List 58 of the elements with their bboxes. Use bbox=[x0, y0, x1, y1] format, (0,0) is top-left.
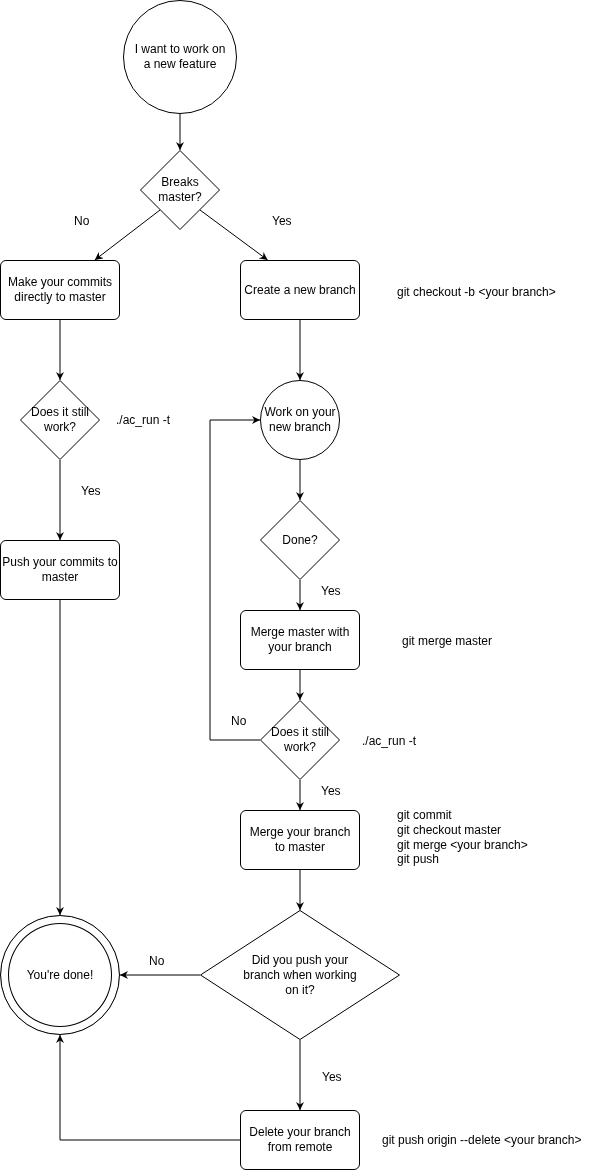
arrow bbox=[296, 319, 304, 381]
process-box bbox=[240, 1110, 360, 1170]
arrow bbox=[209, 416, 261, 741]
arrow bbox=[296, 579, 304, 611]
node-text: Breaks master? bbox=[157, 175, 203, 205]
node-text: Work on your new branch bbox=[263, 405, 337, 435]
arrow bbox=[56, 459, 64, 541]
arrow bbox=[296, 669, 304, 701]
arrow bbox=[296, 779, 304, 811]
edge-label: No bbox=[73, 214, 91, 228]
node-text: Done? bbox=[282, 532, 318, 548]
edge-label: No bbox=[230, 714, 248, 728]
node-text: Create a new branch bbox=[244, 282, 356, 298]
command-text: git checkout -b <your branch> bbox=[397, 285, 556, 300]
decision-diamond bbox=[260, 500, 340, 580]
arrow bbox=[56, 599, 64, 916]
arrow bbox=[176, 113, 184, 151]
edge-label: Yes bbox=[320, 584, 342, 598]
command-text: git checkout master bbox=[397, 823, 502, 838]
arrow bbox=[56, 319, 64, 381]
command-text: git commit bbox=[397, 808, 452, 823]
node-text: Does it still work? bbox=[30, 405, 90, 435]
command-text: git push bbox=[397, 852, 440, 867]
process-box bbox=[0, 260, 120, 320]
node-text: Did you push your branch when working on it? bbox=[242, 952, 358, 998]
edge-label: Yes bbox=[80, 484, 102, 498]
edge-label: Yes bbox=[320, 784, 342, 798]
decision-diamond bbox=[260, 700, 340, 780]
command-text: git merge <your branch> bbox=[397, 838, 528, 853]
process-box bbox=[240, 610, 360, 670]
decision-diamond bbox=[140, 150, 220, 230]
node-text: Does it still work? bbox=[270, 725, 330, 755]
node-text: Merge master with your branch bbox=[249, 625, 351, 655]
node-text: Push your commits to master bbox=[2, 555, 118, 585]
edge-label: No bbox=[148, 954, 166, 968]
arrow bbox=[199, 209, 269, 261]
command-text: git merge master bbox=[402, 634, 493, 649]
node-text: Delete your branch from remote bbox=[248, 1125, 352, 1155]
edge-label: Yes bbox=[271, 214, 293, 228]
arrow bbox=[296, 459, 304, 501]
process-box bbox=[0, 540, 120, 600]
arrow bbox=[56, 1034, 241, 1141]
arrow bbox=[296, 869, 304, 911]
node-text: You're done! bbox=[26, 967, 94, 983]
node-text: I want to work on a new feature bbox=[134, 42, 226, 72]
command-text: ./ac_run -t bbox=[362, 734, 417, 749]
arrow bbox=[94, 209, 161, 261]
node-text: Merge your branch to master bbox=[248, 825, 352, 855]
decision-diamond bbox=[200, 910, 400, 1040]
arrow bbox=[119, 971, 201, 979]
command-text: ./ac_run -t bbox=[116, 413, 171, 428]
command-text: git push origin --delete <your branch> bbox=[382, 1133, 582, 1148]
decision-diamond bbox=[20, 380, 100, 460]
arrow bbox=[296, 1039, 304, 1111]
process-box bbox=[240, 810, 360, 870]
node-text: Make your commits directly to master bbox=[7, 275, 113, 305]
edge-label: Yes bbox=[321, 1070, 343, 1084]
process-box bbox=[240, 260, 360, 320]
